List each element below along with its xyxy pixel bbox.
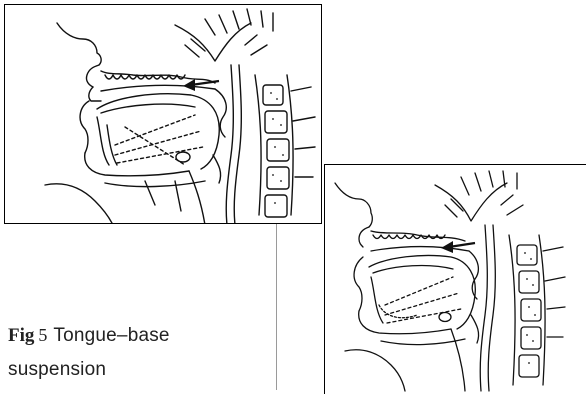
figure-panel-top xyxy=(4,4,322,224)
anatomy-illustration-bottom xyxy=(325,165,586,394)
figure-label: Fig xyxy=(8,325,34,346)
column-divider xyxy=(276,224,277,390)
figure-number: 5 xyxy=(38,325,47,345)
anatomy-illustration-top xyxy=(5,5,322,224)
figure-panel-bottom xyxy=(324,164,586,394)
